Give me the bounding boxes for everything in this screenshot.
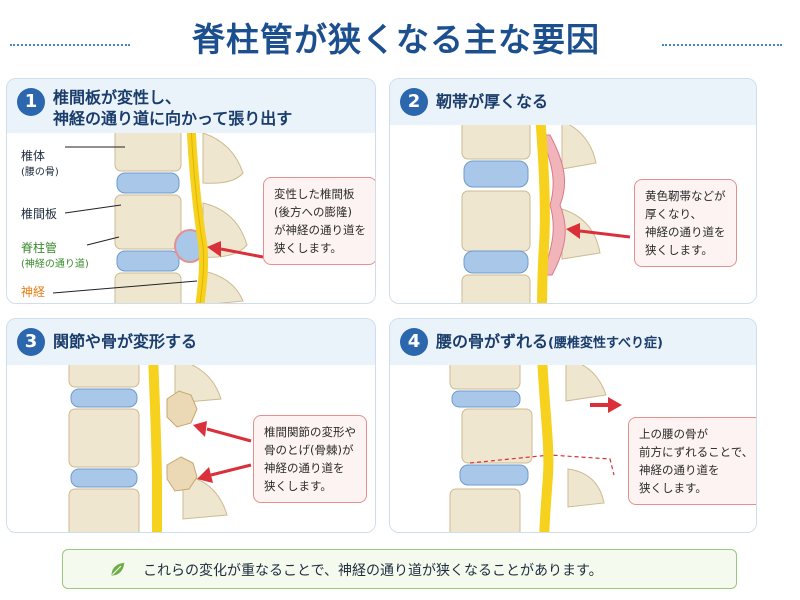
title-dots-left <box>10 44 130 46</box>
panel-number-badge: 2 <box>400 88 428 116</box>
callout-line: 狭くします。 <box>639 481 707 495</box>
panel-number-badge: 1 <box>17 88 45 116</box>
callout-line: 上の腰の骨が <box>639 427 708 441</box>
callout-line: 厚くなり、 <box>645 207 703 221</box>
spine-svg <box>461 125 631 303</box>
panel-title: 関節や骨が変形する <box>53 332 198 351</box>
label-canal-sub: (神経の通り道) <box>21 259 89 270</box>
page-title: 脊柱管が狭くなる主な要因 <box>192 20 600 59</box>
leaf-icon <box>111 562 125 576</box>
vertebra-bones <box>68 365 228 532</box>
spine-illustration: 椎間関節の変形や 骨のとげ(骨棘)が 神経の通り道を 狭くします。 <box>7 365 375 532</box>
title-row: 脊柱管が狭くなる主な要因 <box>0 14 800 70</box>
spine-illustration: 黄色靭帯などが 厚くなり、 神経の通り道を 狭くします。 <box>390 125 756 303</box>
panel-header: 2 靭帯が厚くなる <box>390 79 756 125</box>
spine-svg <box>449 365 622 532</box>
callout-box: 上の腰の骨が 前方にずれることで、 神経の通り道を 狭くします。 <box>628 417 756 505</box>
panel-title: 腰の骨がずれる(腰椎変性すべり症) <box>436 331 663 354</box>
nerve-path <box>535 125 550 303</box>
callout-box: 黄色靭帯などが 厚くなり、 神経の通り道を 狭くします。 <box>634 179 737 267</box>
panel-header: 3 関節や骨が変形する <box>7 319 375 365</box>
callout-line: 狭くします。 <box>264 479 332 493</box>
label-leaders <box>52 146 198 294</box>
callout-line: 骨のとげ(骨棘)が <box>264 443 354 457</box>
callout-line: 狭くします。 <box>645 243 713 257</box>
vertebra-bones <box>449 365 607 532</box>
panel-number-badge: 3 <box>17 328 45 356</box>
bone-spurs <box>166 390 198 492</box>
arrow-icon <box>566 223 631 239</box>
panel-title: 椎間板が変性し、 神経の通り道に向かって張り出す <box>53 87 292 129</box>
callout-line: (後方への膨隆) <box>274 205 352 219</box>
panel-header: 4 腰の骨がずれる(腰椎変性すべり症) <box>390 319 756 365</box>
label-vertebra: 椎体 <box>21 149 46 163</box>
panel-title-main: 腰の骨がずれる <box>436 332 549 351</box>
callout-line: 椎間関節の変形や <box>264 425 356 439</box>
slip-outline <box>469 454 615 476</box>
summary-text: これらの変化が重なることで、神経の通り道が狭くなることがあります。 <box>143 563 603 579</box>
callout-line: 前方にずれることで、 <box>639 445 754 459</box>
panel-title-line-1: 椎間板が変性し、 <box>53 88 182 107</box>
label-vertebra-sub: (腰の骨) <box>21 167 59 178</box>
callout-line: 黄色靭帯などが <box>645 189 726 203</box>
spine-svg <box>68 365 252 532</box>
panel-spondylolisthesis: 4 腰の骨がずれる(腰椎変性すべり症) <box>389 318 757 533</box>
arrow-icon <box>193 421 252 483</box>
panel-title-line-2: 神経の通り道に向かって張り出す <box>53 109 293 128</box>
intervertebral-discs <box>463 160 529 274</box>
panel-joint-deformation: 3 関節や骨が変形する <box>6 318 376 533</box>
intervertebral-discs <box>451 390 529 486</box>
intervertebral-discs <box>70 388 138 488</box>
panel-disc-degeneration: 1 椎間板が変性し、 神経の通り道に向かって張り出す <box>6 78 376 304</box>
spine-illustration: 上の腰の骨が 前方にずれることで、 神経の通り道を 狭くします。 <box>390 365 756 532</box>
panel-number-badge: 4 <box>400 328 428 356</box>
callout-line: 狭くします。 <box>274 241 342 255</box>
callout-line: が神経の通り道を <box>274 223 366 237</box>
label-disc: 椎間板 <box>21 207 58 221</box>
callout-line: 変性した椎間板 <box>274 187 355 201</box>
title-dots-right <box>662 44 782 46</box>
summary-box: これらの変化が重なることで、神経の通り道が狭くなることがあります。 <box>62 549 737 589</box>
panel-header: 1 椎間板が変性し、 神経の通り道に向かって張り出す <box>7 79 375 133</box>
panel-ligament-thickening: 2 靭帯が厚くなる 黄色靭帯などが 厚くなり、 <box>389 78 757 304</box>
spine-illustration: 椎体 (腰の骨) 椎間板 脊柱管 (神経の通り道) 神経 変性した椎間板 (後方… <box>7 133 375 303</box>
vertebra-bones <box>114 133 248 303</box>
intervertebral-discs <box>116 172 206 272</box>
spine-svg <box>52 133 264 303</box>
nerve-path <box>148 365 163 532</box>
vertebra-bones <box>461 125 601 303</box>
arrow-icon <box>590 397 622 413</box>
panel-title: 靭帯が厚くなる <box>436 92 549 111</box>
callout-line: 神経の通り道を <box>639 463 720 477</box>
panel-title-sub: (腰椎変性すべり症) <box>548 336 663 351</box>
callout-line: 神経の通り道を <box>645 225 726 239</box>
callout-line: 神経の通り道を <box>264 461 345 475</box>
arrow-icon <box>207 241 264 259</box>
callout-box: 椎間関節の変形や 骨のとげ(骨棘)が 神経の通り道を 狭くします。 <box>253 415 367 503</box>
nerve-path <box>537 365 554 532</box>
label-canal: 脊柱管 <box>21 241 58 255</box>
callout-box: 変性した椎間板 (後方への膨隆) が神経の通り道を 狭くします。 <box>263 177 375 265</box>
label-nerve: 神経 <box>21 285 46 299</box>
